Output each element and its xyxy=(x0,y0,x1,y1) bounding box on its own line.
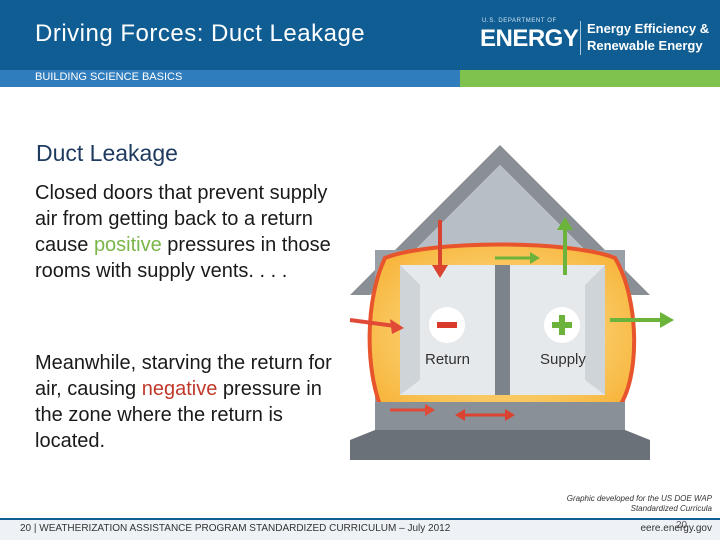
credit-line1: Graphic developed for the US DOE WAP xyxy=(566,494,712,503)
return-label: Return xyxy=(425,351,471,368)
p1-text-after: pressures in those rooms with supply ven… xyxy=(35,234,331,282)
p2-text-before: Meanwhile, starving the return for air, … xyxy=(35,352,332,400)
page-number: 20 xyxy=(676,520,688,531)
header-bar: Driving Forces: Duct Leakage U.S. DEPART… xyxy=(0,0,720,70)
section-accent-bar xyxy=(460,70,720,87)
footer-url[interactable]: eere.energy.gov xyxy=(640,523,712,534)
house-duct-illustration xyxy=(349,145,674,460)
footer-text: 20 | WEATHERIZATION ASSISTANCE PROGRAM S… xyxy=(20,523,451,534)
logo-top-text: U.S. DEPARTMENT OF xyxy=(482,18,557,24)
negative-word: negative xyxy=(141,378,218,400)
graphic-credit: Graphic developed for the US DOE WAP Sta… xyxy=(512,494,712,514)
credit-line2: Standardized Curricula xyxy=(630,504,712,513)
logo-eere-text: Energy Efficiency & Renewable Energy xyxy=(587,20,709,54)
logo-energy-text: ENERGY xyxy=(480,25,579,52)
section-bar: BUILDING SCIENCE BASICS xyxy=(0,70,460,87)
content-heading: Duct Leakage xyxy=(36,140,178,166)
paragraph-negative-pressure: Meanwhile, starving the return for air, … xyxy=(35,350,335,454)
doe-logo: U.S. DEPARTMENT OF ENERGY Energy Efficie… xyxy=(480,18,710,58)
p1-text-before: Closed doors that prevent supply air fro… xyxy=(35,182,328,256)
air-leakage-arrows xyxy=(349,217,674,421)
slide-title: Driving Forces: Duct Leakage xyxy=(35,20,366,47)
positive-word: positive xyxy=(93,234,162,256)
logo-separator xyxy=(580,21,581,55)
logo-eere-line2: Renewable Energy xyxy=(587,38,703,53)
footer-bar xyxy=(0,520,720,540)
footer-divider xyxy=(0,518,720,520)
logo-eere-line1: Energy Efficiency & xyxy=(587,21,710,36)
supply-label: Supply xyxy=(540,351,586,368)
section-label: BUILDING SCIENCE BASICS xyxy=(35,71,183,83)
p2-text-after: pressure in the zone where the return is… xyxy=(35,378,322,452)
paragraph-positive-pressure: Closed doors that prevent supply air fro… xyxy=(35,180,335,284)
interior-door xyxy=(495,265,510,395)
foundation xyxy=(350,430,650,460)
